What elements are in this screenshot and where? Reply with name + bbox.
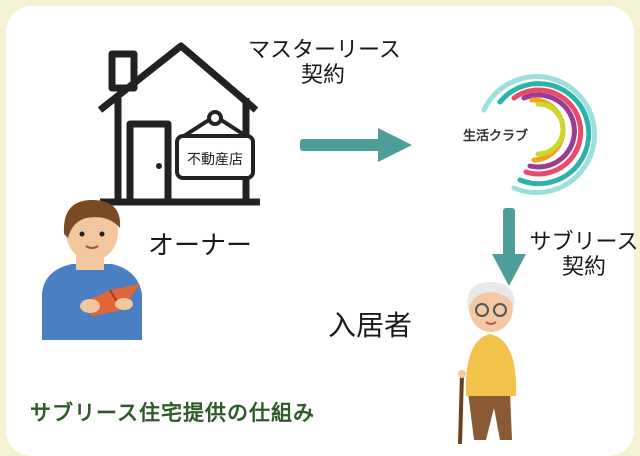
logo-text: 生活クラブ xyxy=(463,128,528,144)
owner-person-illustration xyxy=(42,200,142,340)
master-lease-line1: マスターリース xyxy=(248,38,401,63)
owner-label: オーナー xyxy=(148,231,253,261)
diagram-canvas: 不動産店 生活クラブ xyxy=(6,6,640,456)
diagram-caption: サブリース住宅提供の仕組み xyxy=(30,401,315,425)
shop-sign-text: 不動産店 xyxy=(187,152,243,168)
resident-label: 入居者 xyxy=(328,309,413,342)
sublease-line1: サブリース xyxy=(529,230,639,255)
arrow-right-icon xyxy=(300,128,412,162)
master-lease-line2: 契約 xyxy=(300,63,345,89)
sublease-label: サブリース 契約 xyxy=(528,230,640,281)
master-lease-label: マスターリース 契約 xyxy=(248,38,401,89)
arrow-down-icon xyxy=(492,208,526,286)
seikatsu-club-logo: 生活クラブ xyxy=(463,74,598,196)
real-estate-shop-sign: 不動産店 xyxy=(175,110,255,180)
elderly-resident-illustration xyxy=(458,282,517,445)
sublease-line2: 契約 xyxy=(561,255,606,281)
